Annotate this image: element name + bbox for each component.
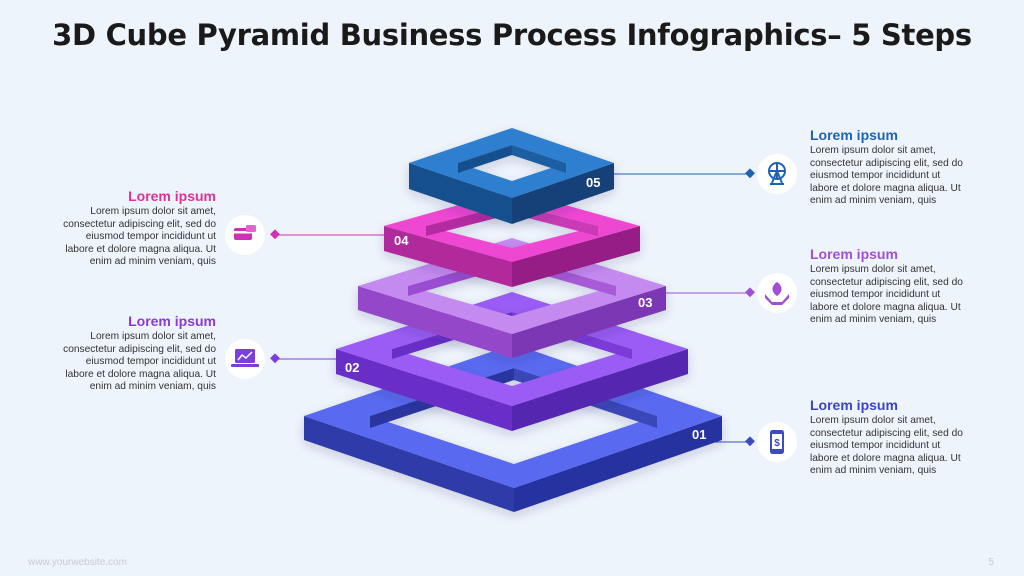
step-05-heading: Lorem ipsum [810, 127, 898, 143]
step-number-01: 01 [692, 427, 706, 442]
step-05-body: Lorem ipsum dolor sit amet, consectetur … [810, 145, 963, 207]
step-05-text: Lorem ipsum Lorem ipsum dolor sit amet, … [810, 127, 970, 208]
page-title: 3D Cube Pyramid Business Process Infogra… [52, 18, 972, 52]
icon-circle-04 [225, 215, 265, 255]
step-number-03: 03 [638, 295, 652, 310]
ferris-wheel-icon [768, 162, 786, 185]
step-04-heading: Lorem ipsum [128, 188, 216, 204]
footer-website: www.yourwebsite.com [28, 557, 127, 568]
step-number-02: 02 [345, 360, 359, 375]
pyramid-layer-05 [409, 128, 614, 224]
icon-circle-05 [757, 154, 797, 194]
step-number-04: 04 [394, 233, 409, 248]
svg-text:$: $ [774, 438, 780, 449]
step-04-text: Lorem ipsum Lorem ipsum dolor sit amet, … [56, 188, 216, 269]
step-number-05: 05 [586, 175, 600, 190]
hands-plant-icon [765, 282, 789, 305]
step-02-heading: Lorem ipsum [128, 313, 216, 329]
credit-card-icon [234, 225, 256, 240]
icon-circle-03 [757, 273, 797, 313]
step-01-heading: Lorem ipsum [810, 397, 898, 413]
icon-circle-02 [225, 339, 265, 379]
step-01-text: Lorem ipsum Lorem ipsum dolor sit amet, … [810, 397, 970, 478]
step-01-body: Lorem ipsum dolor sit amet, consectetur … [810, 415, 963, 477]
laptop-chart-icon [231, 349, 259, 367]
step-02-text: Lorem ipsum Lorem ipsum dolor sit amet, … [56, 313, 216, 394]
footer-page-number: 5 [988, 557, 994, 568]
step-03-heading: Lorem ipsum [810, 246, 898, 262]
step-04-body: Lorem ipsum dolor sit amet, consectetur … [63, 206, 216, 268]
step-03-body: Lorem ipsum dolor sit amet, consectetur … [810, 264, 963, 326]
icon-circle-01: $ [757, 422, 797, 462]
step-03-text: Lorem ipsum Lorem ipsum dolor sit amet, … [810, 246, 970, 327]
step-02-body: Lorem ipsum dolor sit amet, consectetur … [63, 331, 216, 393]
mobile-dollar-icon: $ [770, 430, 784, 454]
